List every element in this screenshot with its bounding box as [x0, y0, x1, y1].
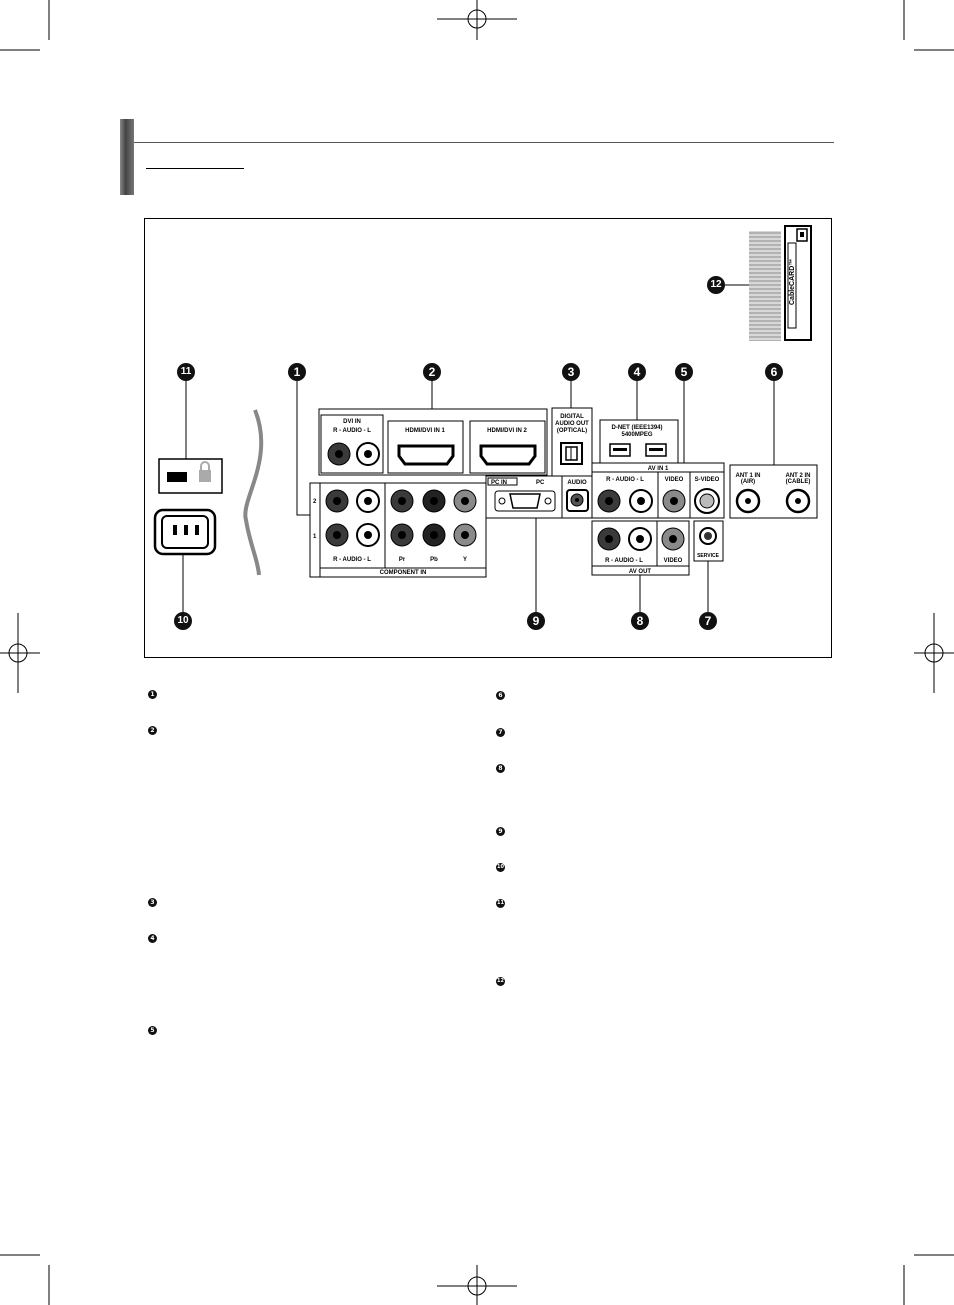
dnet-panel: D-NET (IEEE1394) 5400MPEG	[599, 419, 679, 465]
legend-bullet-5: 5	[148, 1026, 157, 1035]
legend-bullet-6: 6	[496, 691, 505, 700]
callout-4: 4	[628, 363, 646, 381]
component-y-label: Y	[463, 557, 467, 563]
callout-7: 7	[699, 612, 717, 630]
legend-bullet-3: 3	[148, 898, 157, 907]
power-input	[153, 508, 217, 556]
header-side-bar	[120, 119, 134, 195]
header-rule	[134, 142, 834, 143]
legend-bullet-10: 10	[496, 863, 505, 872]
dnet-label-2: 5400MPEG	[621, 432, 652, 438]
component-row-1: 1	[313, 534, 317, 540]
av-in-video-label: VIDEO	[665, 477, 684, 483]
component-pr-label: Pr	[399, 557, 406, 563]
pc-audio-label: AUDIO	[567, 480, 587, 486]
dvi-in-label: DVI IN	[343, 419, 361, 425]
legend-bullet-2: 2	[148, 726, 157, 735]
pc-in-label: PC IN	[491, 480, 507, 486]
component-jacks	[325, 489, 477, 547]
callout-5: 5	[675, 363, 693, 381]
ant1-label-1: ANT 1 IN	[735, 473, 760, 479]
callout-6: 6	[765, 363, 783, 381]
rear-panel-illustration	[144, 218, 832, 658]
callout-1: 1	[288, 363, 306, 381]
pc-label: PC	[536, 480, 545, 486]
av-out-audio-label: R - AUDIO - L	[605, 558, 643, 564]
service-label: SERVICE	[697, 553, 720, 559]
cablecard-label: CableCARD™	[789, 259, 796, 305]
pc-in-panel: PC IN PC AUDIO	[485, 475, 593, 519]
legend-bullet-12: 12	[496, 977, 505, 986]
ant2-label-1: ANT 2 IN	[785, 473, 810, 479]
av-out-panel: R - AUDIO - L VIDEO AV OUT	[591, 520, 690, 576]
cablecard-slot: CableCARD™	[749, 225, 812, 341]
digital-audio-out: DIGITAL AUDIO OUT (OPTICAL)	[551, 407, 593, 477]
legend-bullet-11: 11	[496, 899, 505, 908]
component-row-2: 2	[313, 499, 317, 505]
legend-bullet-8: 8	[496, 764, 505, 773]
hdmi2-label: HDMI/DVI IN 2	[487, 428, 527, 434]
component-in-panel: 2 1 R - AUDIO - L Pr Pb Y COMPONENT IN	[309, 482, 487, 578]
service-port: SERVICE	[693, 520, 724, 562]
callout-12: 12	[707, 276, 725, 294]
callout-9: 9	[527, 612, 545, 630]
av-in-1-panel: AV IN 1 R - AUDIO - L VIDEO S-VIDEO	[591, 462, 725, 519]
legend-bullet-7: 7	[496, 728, 505, 737]
callout-10: 10	[174, 612, 192, 630]
dvi-audio-label: R - AUDIO - L	[333, 428, 371, 434]
callout-11: 11	[177, 363, 195, 381]
dnet-label-1: D-NET (IEEE1394)	[611, 425, 662, 431]
hdmi-dvi-panel: DVI IN R - AUDIO - L HDMI/DVI IN 1 HDMI/…	[318, 408, 548, 476]
callout-8: 8	[631, 612, 649, 630]
component-in-label: COMPONENT IN	[380, 570, 427, 576]
av-in-svideo-label: S-VIDEO	[695, 477, 720, 483]
optical-label-2: AUDIO OUT	[555, 421, 589, 427]
av-out-video-label: VIDEO	[664, 558, 683, 564]
legend-bullet-4: 4	[148, 934, 157, 943]
subheader-underline	[146, 168, 244, 169]
kensington-lock	[158, 458, 223, 494]
component-pb-label: Pb	[430, 557, 438, 563]
optical-label-3: (OPTICAL)	[557, 428, 587, 434]
ant2-label-2: (CABLE)	[786, 479, 811, 485]
callout-3: 3	[562, 363, 580, 381]
hdmi1-label: HDMI/DVI IN 1	[405, 428, 445, 434]
ant1-label-2: (AIR)	[741, 479, 755, 485]
av-in-audio-label: R - AUDIO - L	[606, 477, 644, 483]
av-in-1-label: AV IN 1	[648, 466, 669, 472]
legend-bullet-1: 1	[148, 690, 157, 699]
av-out-label: AV OUT	[629, 569, 652, 575]
antenna-panel: ANT 1 IN (AIR) ANT 2 IN (CABLE)	[729, 464, 818, 519]
component-audio-label: R - AUDIO - L	[333, 557, 371, 563]
panel-drawing: CableCARD™	[153, 225, 818, 612]
legend-bullet-9: 9	[496, 827, 505, 836]
optical-label-1: DIGITAL	[560, 414, 584, 420]
callout-2: 2	[423, 363, 441, 381]
